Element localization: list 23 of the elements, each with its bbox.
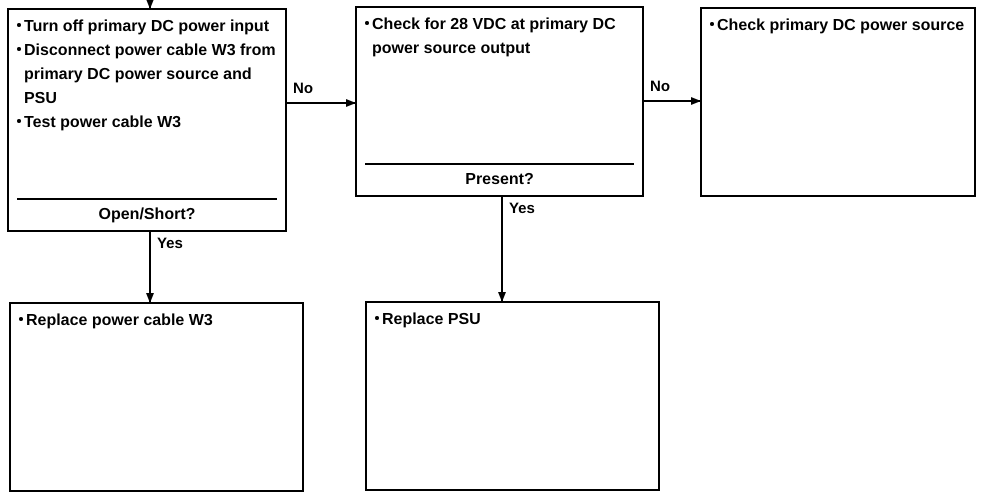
edge-label: Yes bbox=[507, 201, 537, 216]
decision-box bbox=[7, 8, 287, 232]
step-text: Check primary DC power source bbox=[717, 16, 964, 36]
arrow bbox=[644, 97, 701, 105]
arrow bbox=[287, 99, 356, 107]
step-text: Test power cable W3 bbox=[24, 113, 182, 133]
arrow bbox=[146, 0, 154, 9]
step-text: Check for 28 VDC at primary DC power source output bbox=[372, 15, 617, 59]
decision-question: Present? bbox=[465, 170, 534, 190]
edge-label: No bbox=[648, 79, 672, 94]
edge-label: Yes bbox=[155, 236, 185, 251]
arrow bbox=[146, 232, 154, 303]
decision-question: Open/Short? bbox=[98, 205, 196, 225]
decision-box bbox=[355, 6, 644, 197]
step-text: Turn off primary DC power input bbox=[24, 17, 270, 37]
action-box bbox=[9, 302, 304, 492]
action-box bbox=[365, 301, 660, 491]
edge-label: No bbox=[291, 81, 315, 96]
step-text: Replace PSU bbox=[382, 310, 481, 330]
step-text: Disconnect power cable W3 from primary DC power source and PSU bbox=[24, 41, 277, 109]
step-text: Replace power cable W3 bbox=[26, 311, 213, 331]
arrow bbox=[498, 197, 506, 302]
action-box bbox=[700, 7, 976, 197]
